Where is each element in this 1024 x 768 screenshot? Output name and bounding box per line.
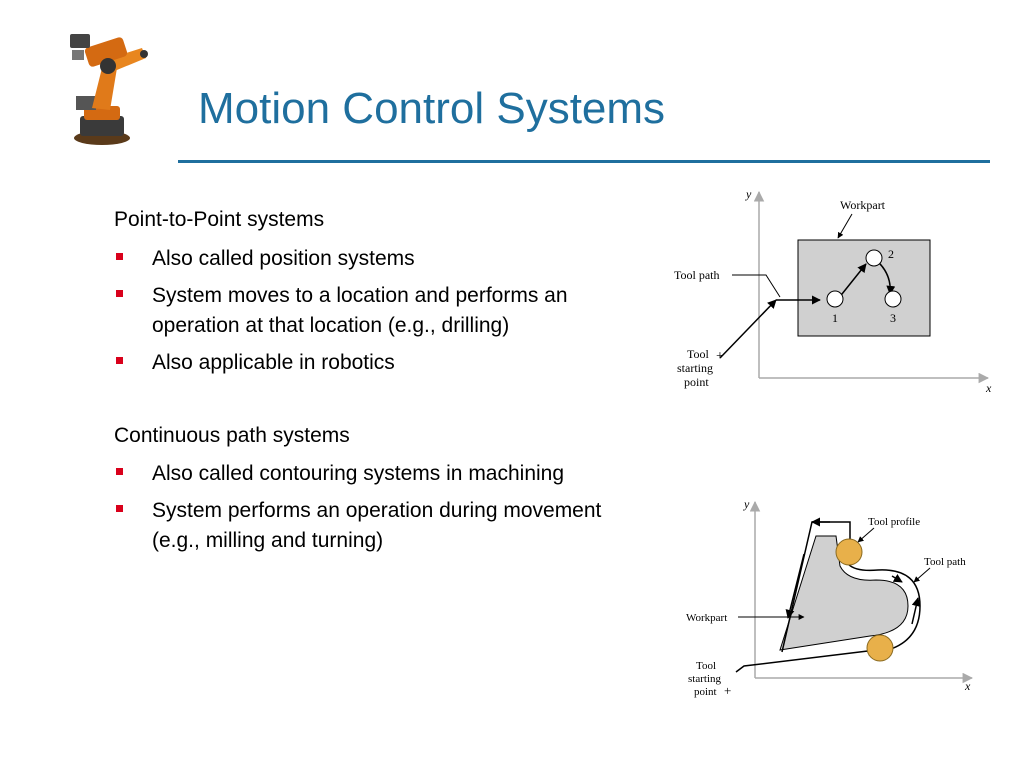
ptp-y-label: y: [745, 187, 752, 201]
bullet-text: Also called contouring systems in machin…: [152, 462, 565, 485]
section-heading-cp: Continuous path systems: [114, 424, 350, 447]
bullet-item: System moves to a location and performs …: [114, 281, 674, 341]
ptp-start-label-1: Tool: [687, 347, 709, 361]
bullet-marker: [116, 468, 123, 475]
cp-tool-profile-label: Tool profile: [868, 516, 920, 528]
ptp-point-1: [826, 290, 844, 308]
ptp-point-2: [865, 249, 883, 267]
bullet-text: System moves to a location and performs …: [152, 284, 568, 307]
cp-workpart-label: Workpart: [686, 612, 727, 624]
bullet-marker: [116, 290, 123, 297]
bullet-text: System performs an operation during move…: [152, 499, 602, 522]
ptp-workpart: [797, 239, 931, 337]
ptp-start-mark: +: [716, 349, 724, 364]
cp-start-label-3: point: [694, 686, 717, 698]
ptp-toolpath-label: Tool path: [674, 268, 720, 282]
bullet-item: Also called position systems: [114, 244, 674, 274]
cp-start-mark: +: [724, 683, 731, 698]
cp-y-label: y: [743, 497, 750, 511]
body-text: Point-to-Point systems Also called posit…: [114, 0, 674, 600]
bullet-text: operation at that location (e.g., drilli…: [152, 314, 510, 337]
bullet-marker: [116, 357, 123, 364]
bullet-text: Also applicable in robotics: [152, 351, 395, 374]
cp-tool-circle-top: [835, 538, 863, 566]
ptp-workpart-label: Workpart: [840, 198, 886, 212]
ptp-diagram: y x Workpart Tool path 1 2 3 Tool starti…: [674, 187, 992, 395]
ptp-point-3-label: 3: [890, 311, 896, 325]
section-heading-ptp: Point-to-Point systems: [114, 208, 325, 231]
cp-x-label: x: [964, 679, 971, 693]
cp-start-label-1: Tool: [696, 660, 716, 672]
cp-workpart: [779, 535, 909, 651]
robot-arm-icon: [70, 34, 148, 145]
bullet-item: Also applicable in robotics: [114, 348, 674, 378]
cp-diagram: y x Tool profile Tool path Workpart Tool…: [686, 497, 974, 698]
bullet-marker: [116, 505, 123, 512]
cp-start-label-2: starting: [688, 673, 721, 685]
cp-tool-path-label: Tool path: [924, 556, 966, 568]
bullet-text: (e.g., milling and turning): [152, 529, 384, 552]
ptp-point-2-label: 2: [888, 247, 894, 261]
title-divider: [178, 160, 990, 163]
ptp-point-3: [884, 290, 902, 308]
bullet-item: Also called contouring systems in machin…: [114, 459, 674, 489]
slide-title: Motion Control Systems: [198, 84, 666, 133]
bullet-item: System performs an operation during move…: [114, 496, 674, 556]
ptp-point-1-label: 1: [832, 311, 838, 325]
cp-tool-circle-bottom: [866, 634, 894, 662]
ptp-start-label-2: starting: [677, 361, 713, 375]
ptp-start-label-3: point: [684, 375, 709, 389]
bullet-marker: [116, 253, 123, 260]
bullet-text: Also called position systems: [152, 247, 415, 270]
ptp-x-label: x: [985, 381, 992, 395]
